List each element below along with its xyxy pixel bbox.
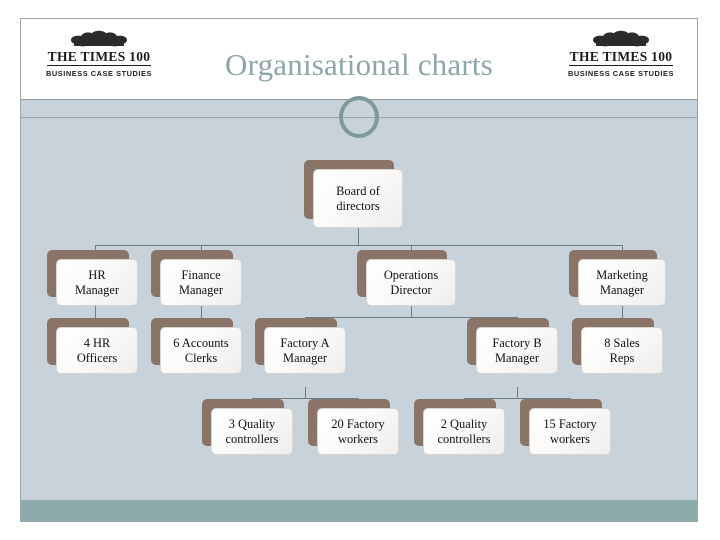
logo-main-text: THE TIMES 100 [46,49,152,66]
node-board[interactable]: Board of directors [304,160,403,228]
node-label-line1: HR [88,268,106,282]
node-label-line2: workers [338,431,378,446]
node-label-line1: Operations [383,268,439,282]
node-label-line2: Officers [76,350,118,365]
footer-accent-bar [21,500,697,521]
logo-times-100-right: THE TIMES 100 BUSINESS CASE STUDIES [559,30,683,79]
slide-header: THE TIMES 100 BUSINESS CASE STUDIES [21,19,697,100]
node-label: Factory B Manager [476,327,558,374]
node-label-line2: Director [390,282,432,297]
node-label: Marketing Manager [578,259,666,306]
node-label: 3 Quality controllers [211,408,293,455]
node-label-line2: Manager [494,350,540,365]
node-label-line2: directors [336,198,380,213]
node-label-line1: Factory B [492,336,542,350]
node-label-line1: 4 HR [83,336,111,350]
node-label-line2: Manager [74,282,120,297]
node-label-line1: 3 Quality [228,417,276,431]
node-label-line2: workers [550,431,590,446]
logo-times-100-left: THE TIMES 100 BUSINESS CASE STUDIES [37,30,161,79]
node-factory-workers-b[interactable]: 15 Factory workers [520,399,611,455]
node-label-line2: Manager [282,350,328,365]
node-marketing-manager[interactable]: Marketing Manager [569,250,666,306]
connector-hr-to-officers [95,306,96,327]
connector-factory-a-bus [252,398,358,399]
node-factory-b-manager[interactable]: Factory B Manager [467,318,558,374]
node-label: Factory A Manager [264,327,346,374]
node-factory-a-manager[interactable]: Factory A Manager [255,318,346,374]
connector-factory-a-down [305,387,306,398]
slide-body: Board of directors HR Manager [21,100,697,521]
node-operations-director[interactable]: Operations Director [357,250,456,306]
node-label-line1: Finance [181,268,221,282]
connector-finance-to-clerks [201,306,202,327]
node-label-line2: controllers [225,431,279,446]
connector-factory-b-down [517,387,518,398]
node-label-line1: 15 Factory [543,417,597,431]
node-label-line2: Manager [178,282,224,297]
node-label-line1: Board of [336,184,380,198]
node-label: Board of directors [313,169,403,228]
node-label-line1: Marketing [596,268,648,282]
slide-canvas: THE TIMES 100 BUSINESS CASE STUDIES [20,18,698,522]
node-label: 20 Factory workers [317,408,399,455]
org-chart: Board of directors HR Manager [21,100,697,521]
node-sales-reps[interactable]: 8 Sales Reps [572,318,663,374]
node-label: 6 Accounts Clerks [160,327,242,374]
node-label: 15 Factory workers [529,408,611,455]
node-label-line1: 20 Factory [331,417,385,431]
node-label: 4 HR Officers [56,327,138,374]
node-accounts-clerks[interactable]: 6 Accounts Clerks [151,318,242,374]
node-label-line1: Factory A [280,336,330,350]
logo-sub-text: BUSINESS CASE STUDIES [567,69,674,78]
connector-board-down [358,228,359,245]
logo-main-text: THE TIMES 100 [568,49,674,66]
times-crest-emblem-icon [593,30,649,47]
connector-factory-bus [305,317,517,318]
node-label-line1: 8 Sales [604,336,640,350]
node-factory-workers-a[interactable]: 20 Factory workers [308,399,399,455]
node-finance-manager[interactable]: Finance Manager [151,250,242,306]
node-label-line2: Manager [599,282,645,297]
node-label-line2: controllers [437,431,491,446]
node-label-line1: 2 Quality [440,417,488,431]
connector-operations-down [411,306,412,317]
node-hr-manager[interactable]: HR Manager [47,250,138,306]
node-label-line2: Clerks [184,350,218,365]
node-quality-controllers-b[interactable]: 2 Quality controllers [414,399,505,455]
node-quality-controllers-a[interactable]: 3 Quality controllers [202,399,293,455]
node-label: 8 Sales Reps [581,327,663,374]
connector-row1-bus [95,245,622,246]
logo-sub-text: BUSINESS CASE STUDIES [45,69,152,78]
node-label: Finance Manager [160,259,242,306]
node-label-line1: 6 Accounts [173,336,229,350]
node-label-line2: Reps [609,350,635,365]
connector-factory-b-bus [464,398,570,399]
node-hr-officers[interactable]: 4 HR Officers [47,318,138,374]
node-label: Operations Director [366,259,456,306]
node-label: 2 Quality controllers [423,408,505,455]
node-label: HR Manager [56,259,138,306]
times-crest-emblem-icon [71,30,127,47]
connector-marketing-to-sales [622,306,623,327]
page-title: Organisational charts [225,47,493,82]
ring-decoration-icon [339,96,379,138]
